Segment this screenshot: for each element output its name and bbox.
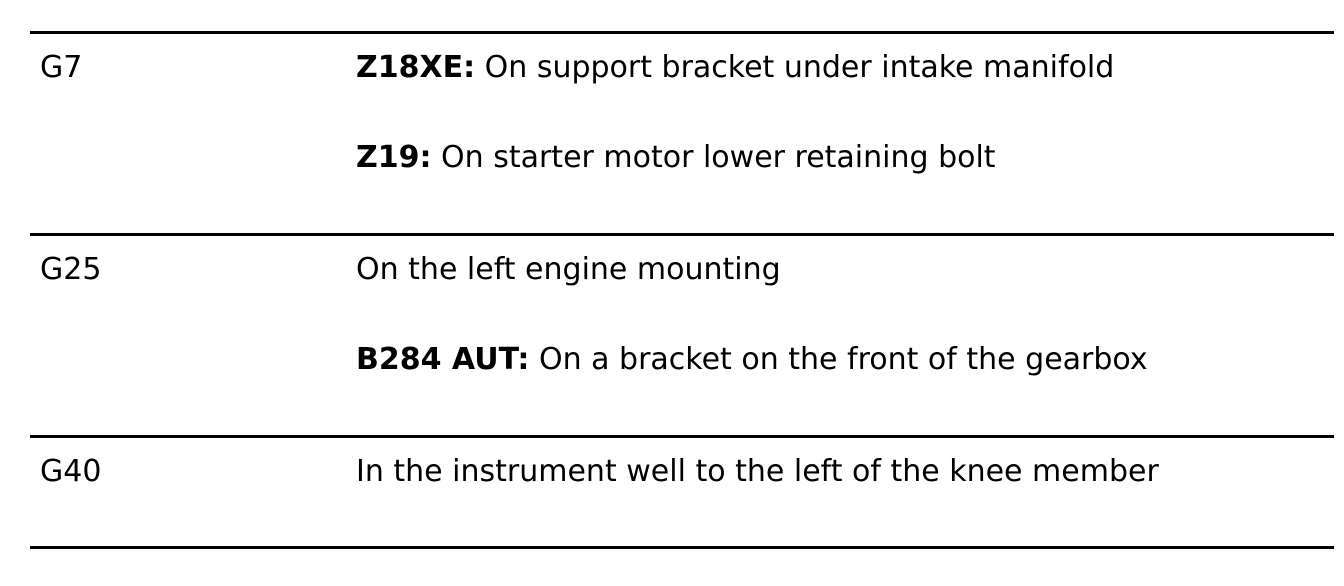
location-text: On starter motor lower retaining bolt [431,140,996,175]
location-line: B284 AUT: On a bracket on the front of t… [356,342,1331,378]
location-line: In the instrument well to the left of th… [356,454,1331,490]
engine-variant-label: Z18XE: [356,50,476,85]
engine-variant-label: B284 AUT: [356,342,530,377]
ground-code: G25 [40,252,102,287]
location-line: Z19: On starter motor lower retaining bo… [356,140,1331,176]
location-description: Z18XE: On support bracket under intake m… [356,50,1331,176]
table-row: G40 In the instrument well to the left o… [30,435,1334,549]
ground-code: G40 [40,454,102,489]
location-text: On the left engine mounting [356,252,781,287]
location-description: In the instrument well to the left of th… [356,454,1331,490]
location-line: Z18XE: On support bracket under intake m… [356,50,1331,86]
table-row: G7 Z18XE: On support bracket under intak… [30,31,1334,233]
location-text: In the instrument well to the left of th… [356,454,1159,489]
engine-variant-label: Z19: [356,140,432,175]
ground-points-table: G7 Z18XE: On support bracket under intak… [30,31,1334,549]
location-text: On support bracket under intake manifold [475,50,1115,85]
table-row: G25 On the left engine mounting B284 AUT… [30,233,1334,435]
ground-code: G7 [40,50,83,85]
location-description: On the left engine mounting B284 AUT: On… [356,252,1331,378]
location-line: On the left engine mounting [356,252,1331,288]
location-text: On a bracket on the front of the gearbox [529,342,1148,377]
